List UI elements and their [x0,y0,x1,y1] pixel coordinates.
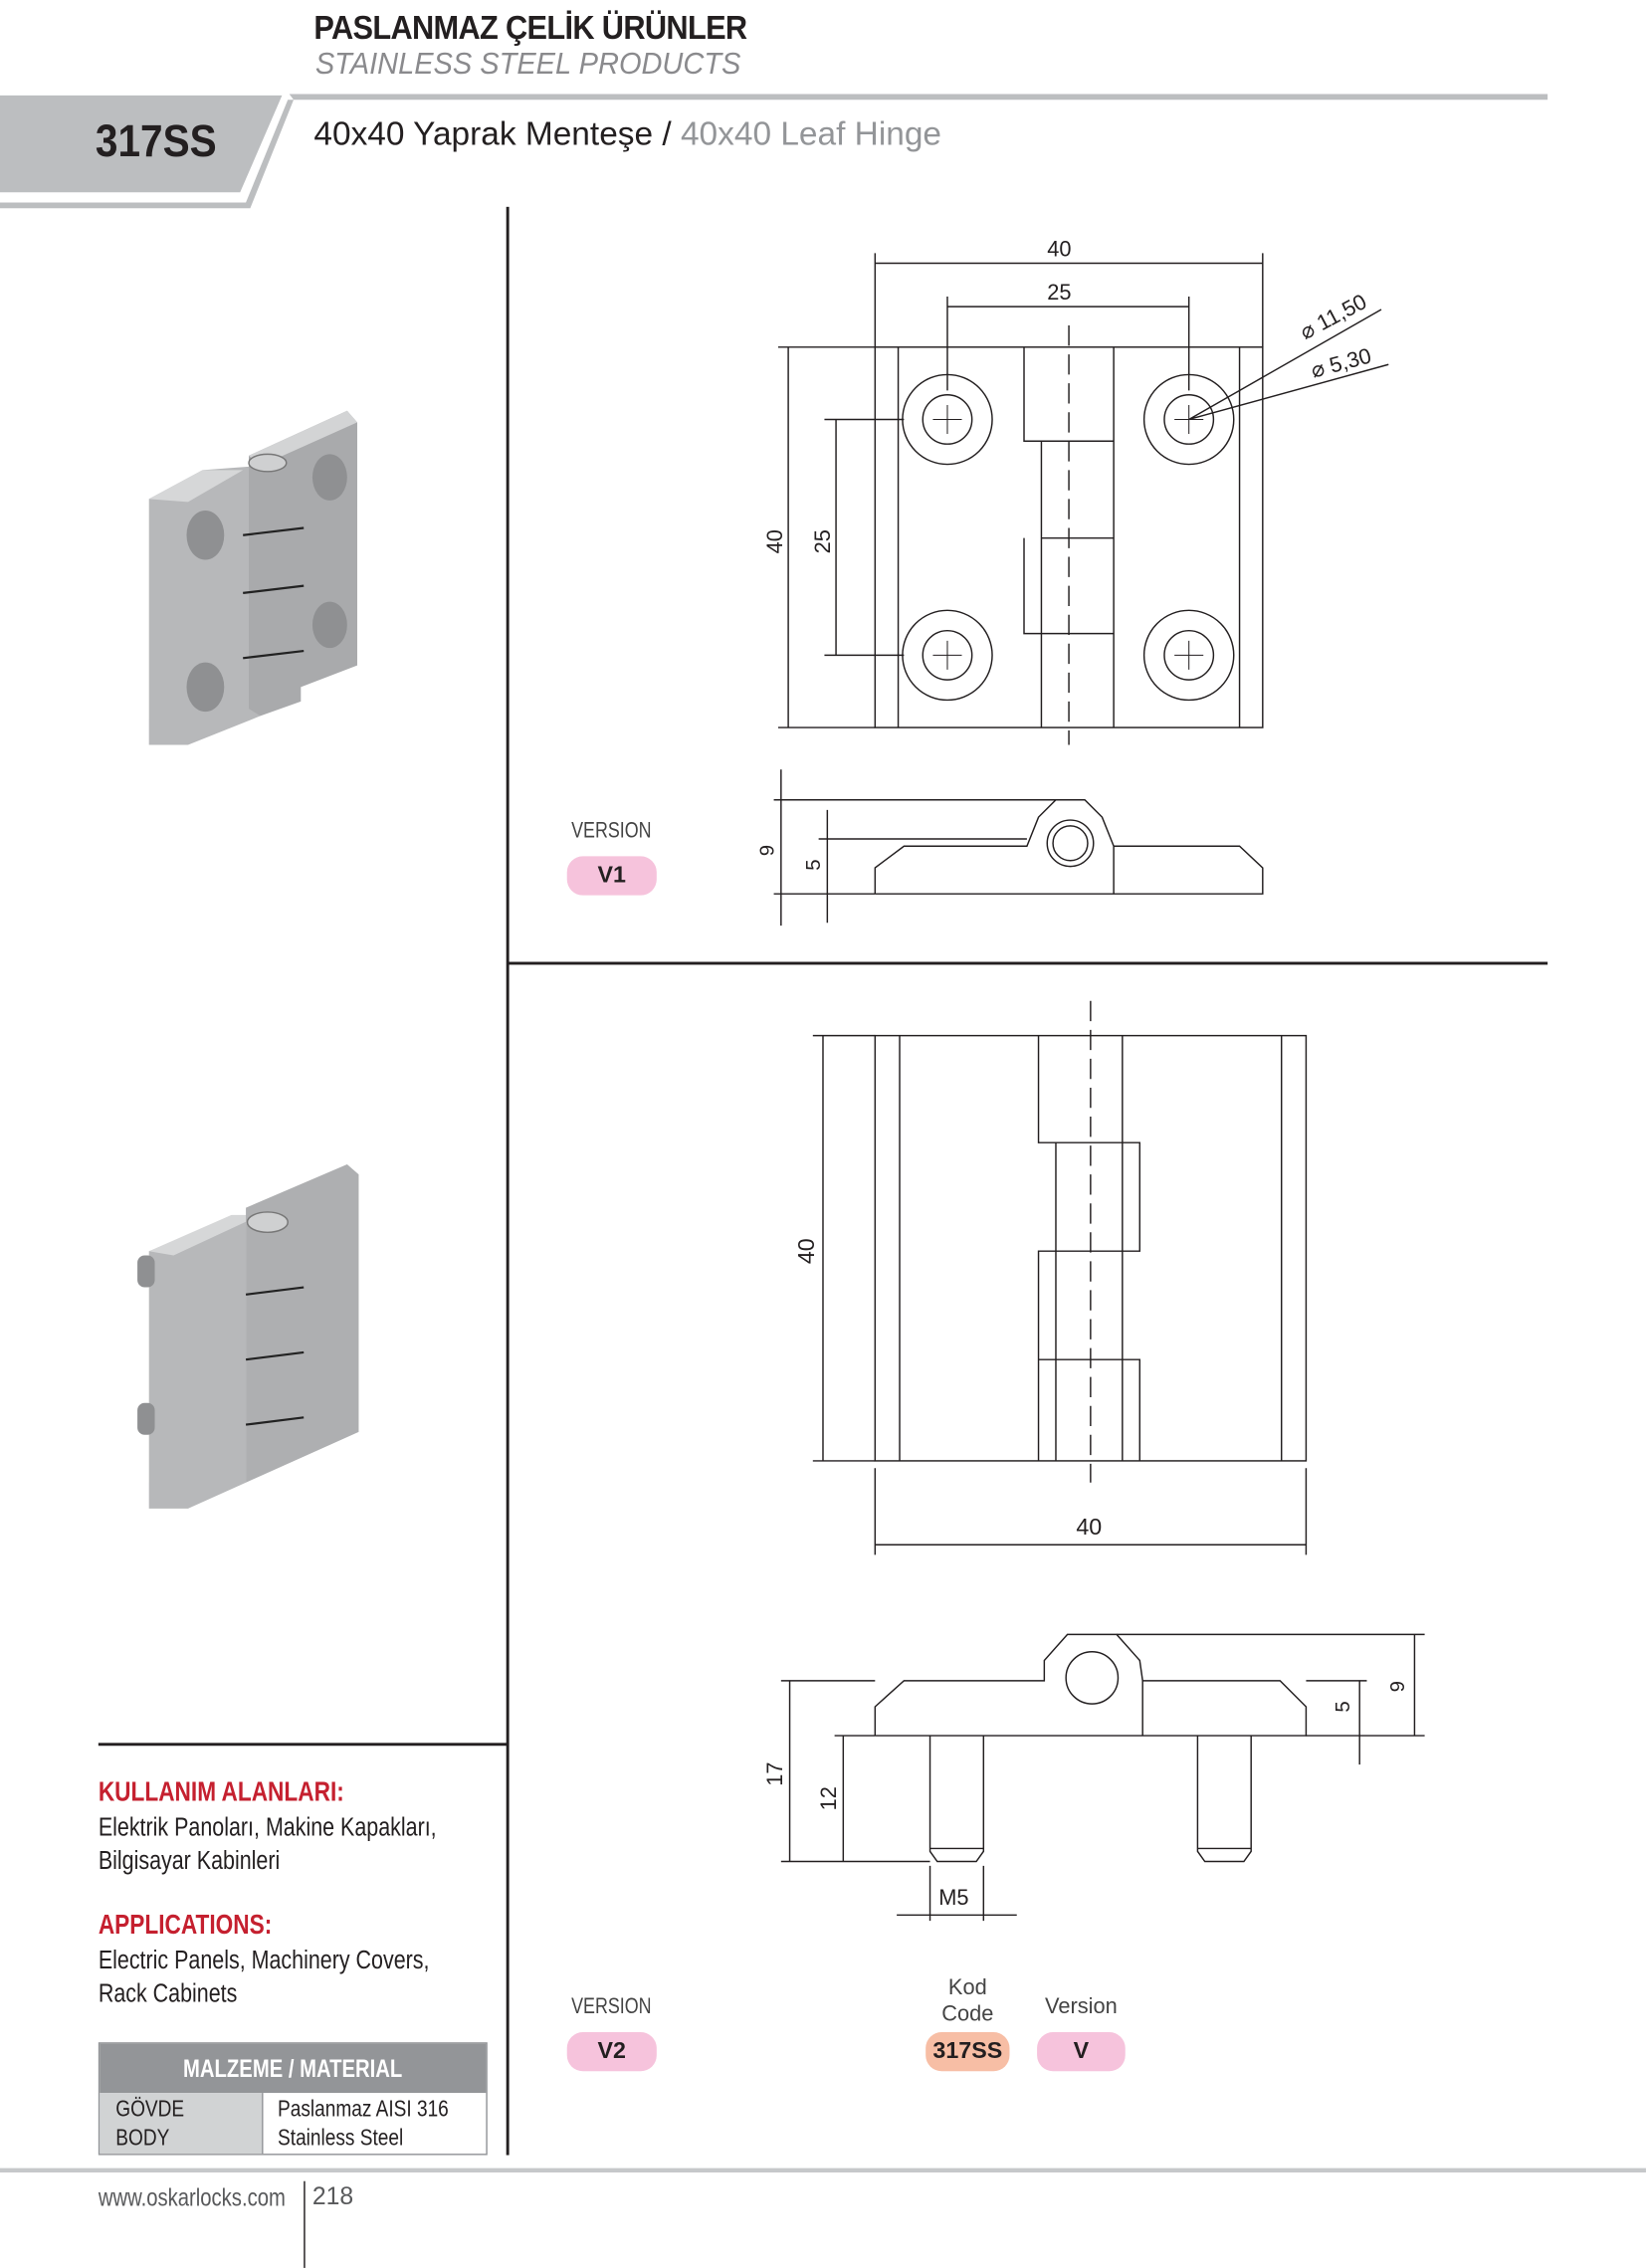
v1-front-view [777,253,1389,745]
version-v1-badge: V1 [566,856,657,896]
hinge-v2-image [137,1163,359,1509]
usage-line: Electric Panels, Machinery Covers, [98,1945,430,1974]
value-en: Stainless Steel [277,2126,404,2152]
version-label: Version [1045,1994,1118,2019]
part-en: BODY [115,2126,170,2152]
material-part: GÖVDE BODY [100,2093,262,2155]
technical-drawings [773,253,1425,1922]
usage-list-tr: Elektrik Panoları, Makine Kapakları, Bil… [99,1811,437,1878]
dim-v2-stud: 12 [816,1786,842,1811]
usage-line: Elektrik Panoları, Makine Kapakları, [98,1812,437,1842]
code-badge: 317SS [926,2032,1010,2072]
dim-v1-hole-spacing-h: 25 [1047,280,1072,306]
dim-v2-side-total: 9 [1385,1680,1409,1693]
part-tr: GÖVDE [115,2097,185,2123]
page-number: 218 [311,2182,354,2210]
usage-title-en: APPLICATIONS: [98,1910,273,1942]
product-title: 40x40 Yaprak Menteşe / 40x40 Leaf Hinge [313,114,941,153]
material-row: GÖVDE BODY Paslanmaz AISI 316 Stainless … [100,2093,486,2155]
vertical-divider [506,206,509,2156]
version-v1-label: VERSION [571,818,652,844]
dim-v2-width: 40 [1076,1516,1103,1541]
code-tab [0,95,283,193]
footer-rule [0,2167,1646,2173]
usage-line: Bilgisayar Kabinleri [98,1845,281,1875]
v1-side-view [773,769,1264,927]
dim-v2-height: 40 [795,1238,820,1265]
product-code: 317SS [95,115,217,167]
material-header-text: MALZEME / MATERIAL [183,2055,403,2083]
material-header: MALZEME / MATERIAL [100,2043,487,2094]
dim-v1-hole-spacing-v: 25 [811,529,836,554]
hinge-v1-image [148,410,357,745]
material-table: MALZEME / MATERIAL GÖVDE BODY Paslanmaz … [98,2042,488,2156]
title-tr: 40x40 Yaprak Menteşe / [313,113,672,152]
dim-v2-thread: M5 [938,1886,969,1911]
usage-line: Rack Cabinets [98,1978,238,2008]
v2-side-view [780,1633,1425,1922]
version-badge: V [1037,2032,1126,2072]
usage-list-en: Electric Panels, Machinery Covers, Rack … [99,1944,430,2010]
header-band [0,94,1548,209]
usage-title-tr: KULLANIM ALANLARI: [98,1777,344,1808]
section-divider [508,961,1548,964]
dim-v1-width: 40 [1047,237,1072,263]
category-title: PASLANMAZ ÇELİK ÜRÜNLER [313,8,747,47]
material-value: Paslanmaz AISI 316 Stainless Steel [261,2093,486,2155]
dim-v1-side-plate: 5 [801,859,825,871]
dim-v1-height: 40 [763,529,788,554]
dim-v2-side-plate: 5 [1330,1701,1354,1713]
footer-divider [304,2180,306,2268]
v2-front-view [812,1000,1308,1555]
version-v2-label: VERSION [571,1994,652,2019]
title-en: 40x40 Leaf Hinge [680,113,942,152]
footer-website[interactable]: www.oskarlocks.com [98,2183,286,2212]
value-tr: Paslanmaz AISI 316 [277,2097,449,2123]
kod-label: Kod [947,1975,987,2001]
dim-v1-side-total: 9 [754,844,778,857]
version-v2-badge: V2 [566,2032,657,2072]
left-divider [98,1743,509,1746]
code-label: Code [941,2001,994,2027]
category-subtitle: STAINLESS STEEL PRODUCTS [314,47,741,82]
dim-v2-total: 17 [763,1761,788,1786]
